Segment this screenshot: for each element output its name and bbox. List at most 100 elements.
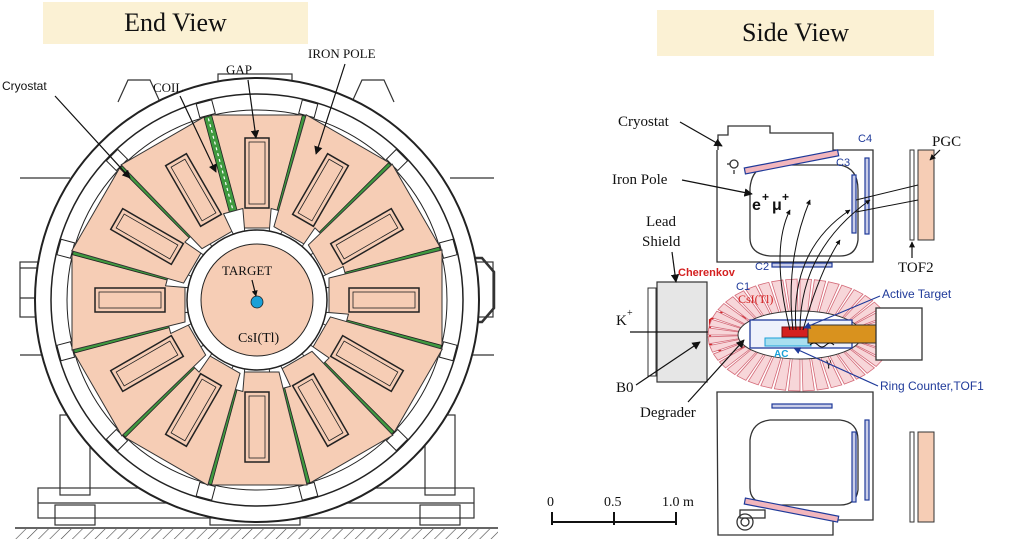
label-coil: COIL bbox=[153, 80, 183, 95]
label-c2: C2 bbox=[755, 261, 769, 273]
upper-coil-bar bbox=[743, 149, 840, 175]
gap-box bbox=[109, 207, 185, 266]
gamma-wiggle bbox=[809, 342, 835, 348]
arrow-iron-pole-end bbox=[314, 63, 346, 155]
gap-box bbox=[329, 207, 405, 266]
arrow-active-target bbox=[803, 295, 881, 329]
gap-box bbox=[164, 372, 223, 448]
arrow-b0 bbox=[635, 341, 701, 386]
arrow-iron-pole-side bbox=[681, 179, 753, 197]
gap-box-inner bbox=[335, 213, 399, 260]
label-degrader: Degrader bbox=[640, 405, 696, 421]
particle-tracks bbox=[779, 184, 919, 331]
gap-box-inner bbox=[115, 213, 179, 260]
side-view-drawing: Cryostat Iron Pole Lead Shield e + μ + C… bbox=[547, 114, 984, 536]
label-shield: Shield bbox=[642, 234, 681, 250]
gap-box bbox=[291, 152, 350, 228]
lower-c3-bar bbox=[851, 431, 857, 503]
label-muon-sup: + bbox=[782, 190, 789, 204]
target-rod bbox=[250, 295, 264, 309]
label-c3: C3 bbox=[836, 157, 850, 169]
label-csi-side: CsI(Tl) bbox=[738, 292, 773, 306]
gap-box bbox=[348, 287, 420, 313]
gap-box bbox=[329, 334, 405, 393]
arrow-pgc bbox=[929, 149, 941, 161]
sector-group bbox=[56, 99, 458, 501]
tof2-counter bbox=[909, 149, 915, 241]
end-view-drawing: Cryostat COIL GAP IRON POLE TARGET CsI(T… bbox=[2, 46, 498, 539]
label-c4: C4 bbox=[858, 133, 872, 145]
label-positron: e bbox=[752, 197, 761, 214]
arrow-degrader bbox=[687, 339, 745, 403]
gap-box-inner bbox=[335, 340, 399, 387]
target-motor bbox=[875, 307, 923, 361]
end-view-title: End View bbox=[43, 2, 308, 44]
label-iron-pole-end: IRON POLE bbox=[308, 46, 376, 61]
label-gap: GAP bbox=[226, 62, 252, 77]
label-cherenkov: Cherenkov bbox=[678, 267, 736, 279]
yoke-inner-ring-2 bbox=[66, 109, 448, 491]
arrow-coil bbox=[179, 95, 217, 173]
gap-box-inner bbox=[170, 158, 217, 222]
label-b0: B0 bbox=[616, 380, 634, 396]
gap-box-inner bbox=[297, 378, 344, 442]
label-cryostat-side: Cryostat bbox=[618, 114, 670, 130]
scale-tick-0: 0 bbox=[547, 495, 554, 510]
label-gamma: γ bbox=[825, 355, 832, 369]
arrow-cryostat-side bbox=[679, 121, 723, 147]
label-cryostat-end: Cryostat bbox=[2, 79, 47, 93]
c2-bar bbox=[771, 262, 833, 268]
gap-box-inner bbox=[98, 291, 162, 309]
label-iron-pole-side: Iron Pole bbox=[612, 172, 668, 188]
lower-tof2 bbox=[909, 431, 915, 523]
gap-box-inner bbox=[115, 340, 179, 387]
label-target: TARGET bbox=[222, 263, 272, 278]
arrow-lead-shield bbox=[670, 251, 680, 283]
gap-box-inner bbox=[297, 158, 344, 222]
pgc-counter bbox=[917, 149, 935, 241]
cryostat-cap bbox=[195, 99, 216, 119]
label-ac: AC bbox=[774, 349, 788, 360]
gap-box bbox=[109, 334, 185, 393]
gap-box-inner bbox=[352, 291, 416, 309]
label-active-target: Active Target bbox=[882, 287, 952, 301]
label-tof2: TOF2 bbox=[898, 260, 934, 276]
label-ring-counter: Ring Counter,TOF1 bbox=[880, 379, 984, 393]
scale-tick-2: 1.0 m bbox=[662, 495, 694, 510]
lower-pgc bbox=[917, 431, 935, 523]
label-csi-end: CsI(Tl) bbox=[238, 331, 280, 346]
gap-box bbox=[291, 372, 350, 448]
yoke-inner-ring bbox=[50, 93, 464, 507]
label-positron-sup: + bbox=[762, 190, 769, 204]
arrow-ring-counter bbox=[793, 347, 879, 387]
scale-bar: 0 0.5 1.0 m bbox=[547, 495, 694, 525]
label-pgc: PGC bbox=[932, 134, 961, 150]
side-view-title-text: Side View bbox=[741, 18, 849, 47]
arrow-gap bbox=[247, 79, 260, 139]
gap-box-inner bbox=[248, 141, 266, 205]
lower-c2-bar bbox=[771, 403, 833, 409]
lower-c4-bar bbox=[864, 419, 870, 501]
side-view-title: Side View bbox=[657, 10, 934, 56]
label-kaon-sup: + bbox=[627, 308, 633, 319]
label-c1: C1 bbox=[736, 281, 750, 293]
gap-box-inner bbox=[248, 395, 266, 459]
end-view-title-text: End View bbox=[124, 8, 227, 37]
target-holder bbox=[807, 324, 877, 344]
c4-bar bbox=[864, 157, 870, 235]
ac-counter bbox=[764, 337, 812, 347]
label-muon: μ bbox=[772, 197, 782, 214]
floor-hatch bbox=[15, 527, 498, 539]
lower-coil-bar bbox=[743, 497, 840, 523]
c3-bar bbox=[851, 174, 857, 234]
label-lead: Lead bbox=[646, 214, 676, 230]
label-kaon: K bbox=[616, 313, 627, 329]
arrow-target bbox=[251, 279, 258, 297]
active-target-box bbox=[781, 326, 809, 338]
gap-box bbox=[94, 287, 166, 313]
upper-magnet bbox=[716, 125, 874, 263]
arrow-cryostat-end bbox=[54, 95, 131, 179]
scale-tick-1: 0.5 bbox=[604, 495, 622, 510]
